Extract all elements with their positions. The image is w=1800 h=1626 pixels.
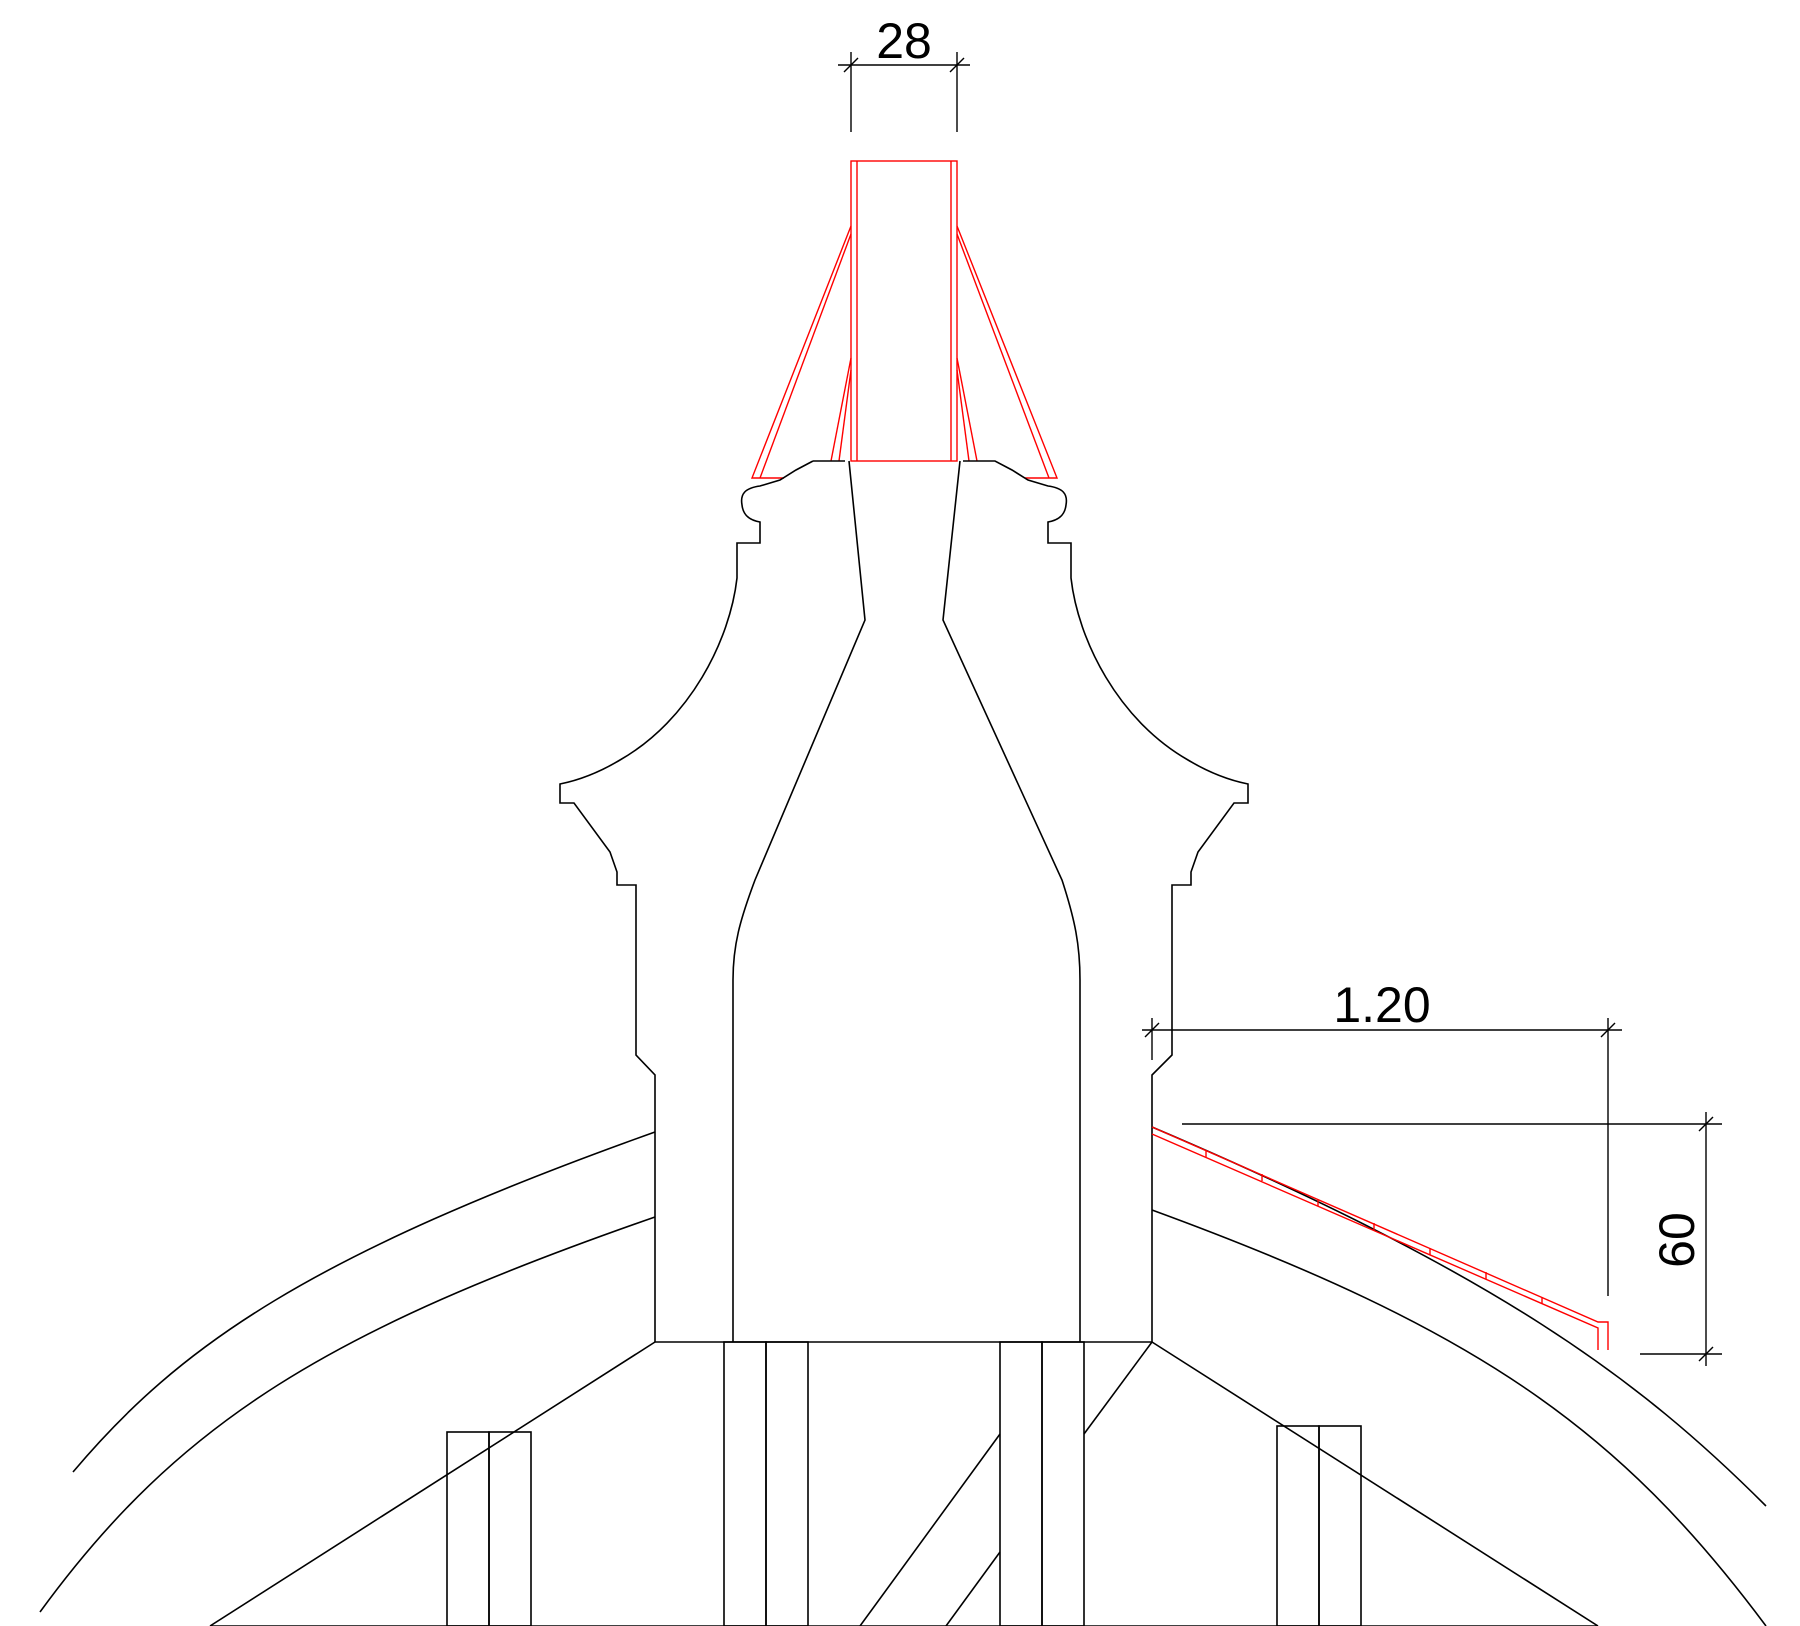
dimension-top-width: 28 xyxy=(838,13,970,132)
dimension-label-60: 60 xyxy=(1649,1212,1705,1268)
pipe-extension-red xyxy=(750,160,1059,479)
dimension-flashing-height: 60 xyxy=(1182,1112,1722,1366)
roof-structure xyxy=(39,1126,1767,1626)
flashing-red xyxy=(1151,1126,1609,1350)
dimension-label-1-20: 1.20 xyxy=(1333,977,1430,1033)
dimension-flashing-width: 1.20 xyxy=(1142,977,1622,1296)
chimney-outline xyxy=(559,460,1249,1343)
dimension-label-28: 28 xyxy=(876,13,932,69)
